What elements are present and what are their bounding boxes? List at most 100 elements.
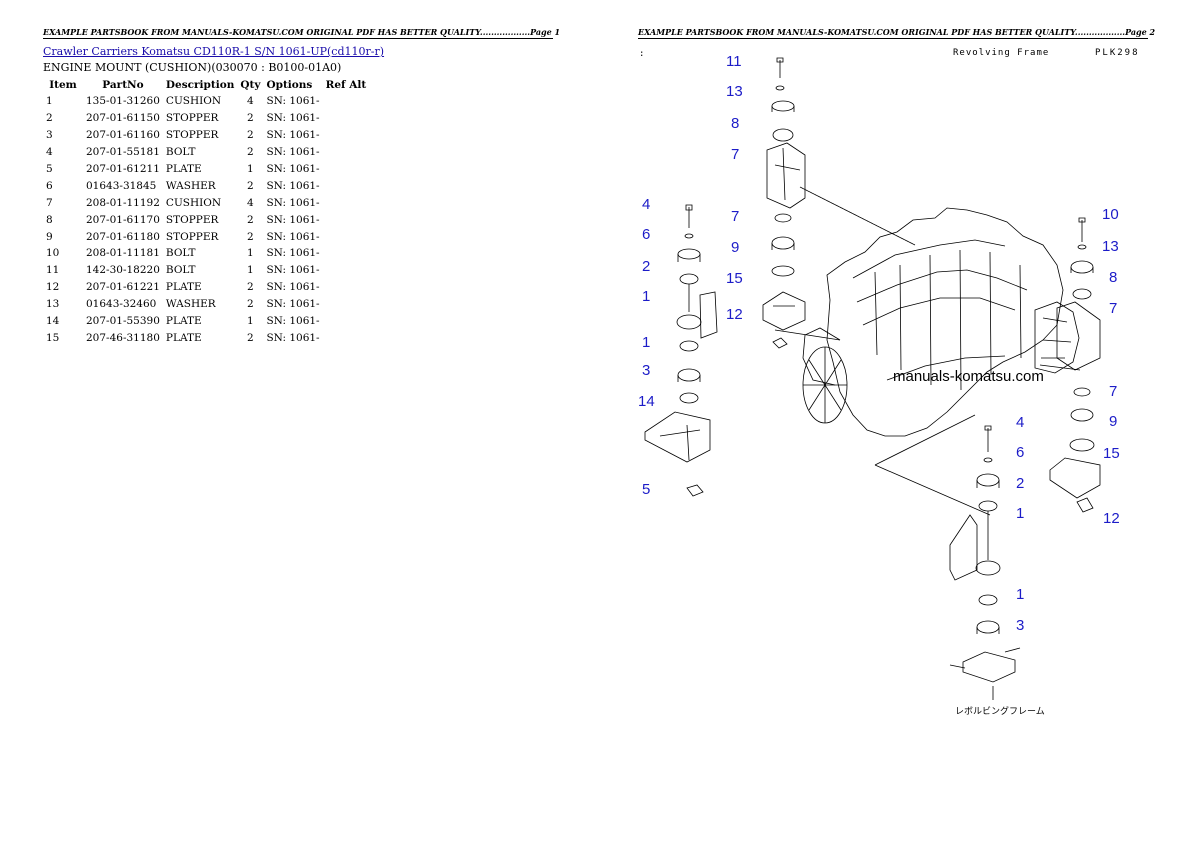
cell-options: SN: 1061- [266, 331, 320, 344]
col-partno: PartNo [102, 78, 144, 91]
cell-refalt [323, 93, 370, 110]
cell-item: 10 [46, 247, 60, 260]
cell-qty: 2 [247, 230, 254, 243]
cell-qty: 1 [247, 163, 254, 175]
cell-qty: 2 [247, 213, 254, 226]
callout-8: 8 [1109, 269, 1117, 286]
col-refalt: Ref Alt [325, 78, 367, 91]
callout-6: 6 [1016, 444, 1024, 461]
cell-item: 4 [46, 146, 53, 159]
cell-qty: 2 [247, 112, 254, 125]
cell-description: BOLT [165, 247, 196, 260]
cell-item: 12 [46, 281, 60, 294]
callout-12: 12 [726, 306, 743, 323]
table-row: 10 208-01-11181 BOLT 1 SN: 1061- [43, 245, 369, 262]
callout-9: 9 [1109, 413, 1117, 430]
cell-item: 7 [46, 196, 53, 209]
parts-table: Item PartNo Description Qty Options Ref … [43, 76, 369, 346]
cell-partno: 207-01-55390 [86, 315, 160, 328]
cell-refalt [323, 313, 370, 330]
cell-qty: 4 [247, 196, 254, 209]
cell-description: PLATE [165, 315, 202, 328]
cell-refalt [323, 329, 370, 346]
cell-item: 14 [46, 315, 60, 328]
cell-description: BOLT [165, 146, 196, 159]
cell-refalt [323, 177, 370, 194]
cell-options: SN: 1061- [266, 196, 320, 209]
cell-description: PLATE [165, 331, 202, 344]
cell-options: SN: 1061- [266, 213, 320, 226]
callout-11: 11 [726, 53, 742, 70]
breadcrumb-link-manufacturer[interactable]: Crawler Carriers Komatsu [43, 45, 191, 58]
cell-partno: 208-01-11181 [86, 247, 160, 260]
callout-5: 5 [642, 481, 650, 498]
callout-15: 15 [726, 270, 743, 287]
cell-options: SN: 1061- [266, 163, 320, 175]
diagram-code: PLK298 [1095, 48, 1140, 58]
cell-description: CUSHION [165, 95, 222, 108]
cell-qty: 4 [247, 95, 254, 108]
cell-description: CUSHION [165, 196, 222, 209]
parts-list-page: EXAMPLE PARTSBOOK FROM MANUALS-KOMATSU.C… [43, 27, 561, 346]
callout-13: 13 [1102, 238, 1119, 255]
section-title: ENGINE MOUNT (CUSHION)(030070 : B0100-01… [43, 61, 342, 74]
callout-6: 6 [642, 226, 650, 243]
breadcrumb-link-model[interactable]: CD110R-1 S/N 1061-UP(cd110r-r) [193, 45, 385, 58]
callout-15: 15 [1103, 445, 1120, 462]
callout-7: 7 [731, 208, 739, 225]
cell-options: SN: 1061- [266, 230, 320, 243]
diagram-page: EXAMPLE PARTSBOOK FROM MANUALS-KOMATSU.C… [595, 0, 1190, 842]
callout-12: 12 [1103, 510, 1120, 527]
cell-options: SN: 1061- [266, 179, 320, 192]
frame-label-jp: レボルビングフレーム [955, 705, 1045, 717]
cell-refalt [323, 127, 370, 144]
callout-3: 3 [642, 362, 650, 379]
cell-qty: 2 [247, 146, 254, 159]
cell-partno: 01643-32460 [86, 298, 157, 311]
col-item: Item [49, 78, 77, 91]
cell-qty: 2 [247, 179, 254, 192]
cell-refalt [323, 296, 370, 313]
cell-qty: 2 [247, 129, 254, 142]
cell-refalt [323, 194, 370, 211]
cell-item: 11 [46, 264, 60, 277]
cell-qty: 1 [247, 264, 254, 277]
cell-partno: 207-01-61160 [86, 129, 160, 142]
col-qty: Qty [240, 78, 261, 91]
cell-options: SN: 1061- [266, 247, 320, 260]
cell-qty: 2 [247, 298, 254, 311]
cell-qty: 2 [247, 281, 254, 294]
cell-partno: 207-46-31180 [86, 331, 160, 344]
exploded-parts-diagram: : Revolving Frame PLK298 manuals-komatsu… [638, 48, 1140, 717]
callout-1: 1 [642, 334, 650, 351]
cell-refalt [323, 211, 370, 228]
cell-partno: 142-30-18220 [86, 264, 160, 277]
cell-options: SN: 1061- [266, 146, 320, 159]
callout-10: 10 [1102, 206, 1119, 223]
cell-qty: 1 [247, 247, 254, 260]
callout-13: 13 [726, 83, 743, 100]
engine-block [826, 207, 1064, 437]
cell-options: SN: 1061- [266, 264, 320, 277]
cell-options: SN: 1061- [266, 298, 320, 311]
cell-item: 5 [46, 163, 53, 175]
callout-1: 1 [1016, 586, 1024, 603]
cell-description: PLATE [165, 163, 202, 175]
diagram-title: Revolving Frame [953, 48, 1049, 58]
cell-description: STOPPER [165, 213, 219, 226]
page-header: EXAMPLE PARTSBOOK FROM MANUALS-KOMATSU.C… [43, 27, 561, 39]
col-description: Description [165, 78, 235, 91]
cell-partno: 207-01-61150 [86, 112, 160, 125]
cell-item: 9 [46, 230, 53, 243]
